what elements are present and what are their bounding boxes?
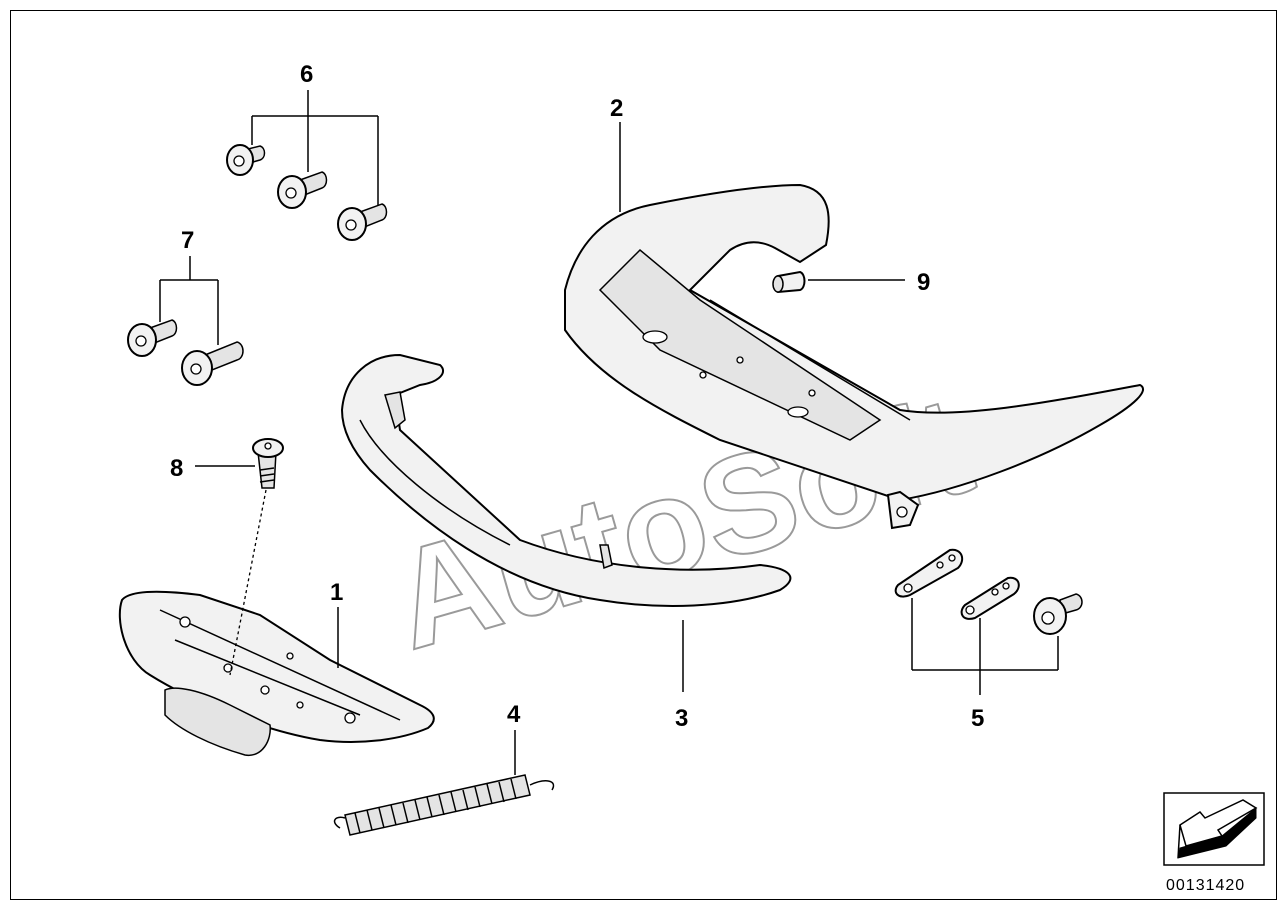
callout-5: 5 xyxy=(971,705,984,732)
part-6-screw-b[interactable] xyxy=(277,171,328,209)
part-9-sleeve[interactable] xyxy=(772,270,806,294)
part-5-brackets[interactable] xyxy=(894,548,1020,620)
part-3-front-rail[interactable] xyxy=(340,353,792,607)
callout-7: 7 xyxy=(181,227,194,254)
part-2-seat-shell[interactable] xyxy=(564,183,1144,530)
callout-4: 4 xyxy=(507,701,521,728)
part-6-screw-c[interactable] xyxy=(337,203,388,241)
part-1-seat-pan[interactable] xyxy=(118,590,435,756)
callouts: 6 2 7 9 8 1 4 3 5 xyxy=(170,61,984,732)
leader-lines xyxy=(159,90,1059,775)
callout-1: 1 xyxy=(330,579,343,606)
callout-6: 6 xyxy=(300,61,313,88)
part-5-bolt[interactable] xyxy=(1033,593,1083,635)
arrow-icon xyxy=(1177,799,1258,859)
drawing-frame xyxy=(10,10,1277,900)
orientation-box xyxy=(1163,792,1265,866)
part-7-screw-b[interactable] xyxy=(181,341,244,386)
callout-9: 9 xyxy=(917,269,930,296)
callout-2: 2 xyxy=(610,95,623,122)
callout-3: 3 xyxy=(675,705,688,732)
part-8-bolt[interactable] xyxy=(229,438,284,676)
drawing-reference-number: 00131420 xyxy=(1166,877,1245,894)
part-4-tension-spring[interactable] xyxy=(333,774,555,836)
part-6-screw-a[interactable] xyxy=(226,144,266,176)
callout-8: 8 xyxy=(170,455,183,482)
part-7-screw-a[interactable] xyxy=(127,319,178,357)
